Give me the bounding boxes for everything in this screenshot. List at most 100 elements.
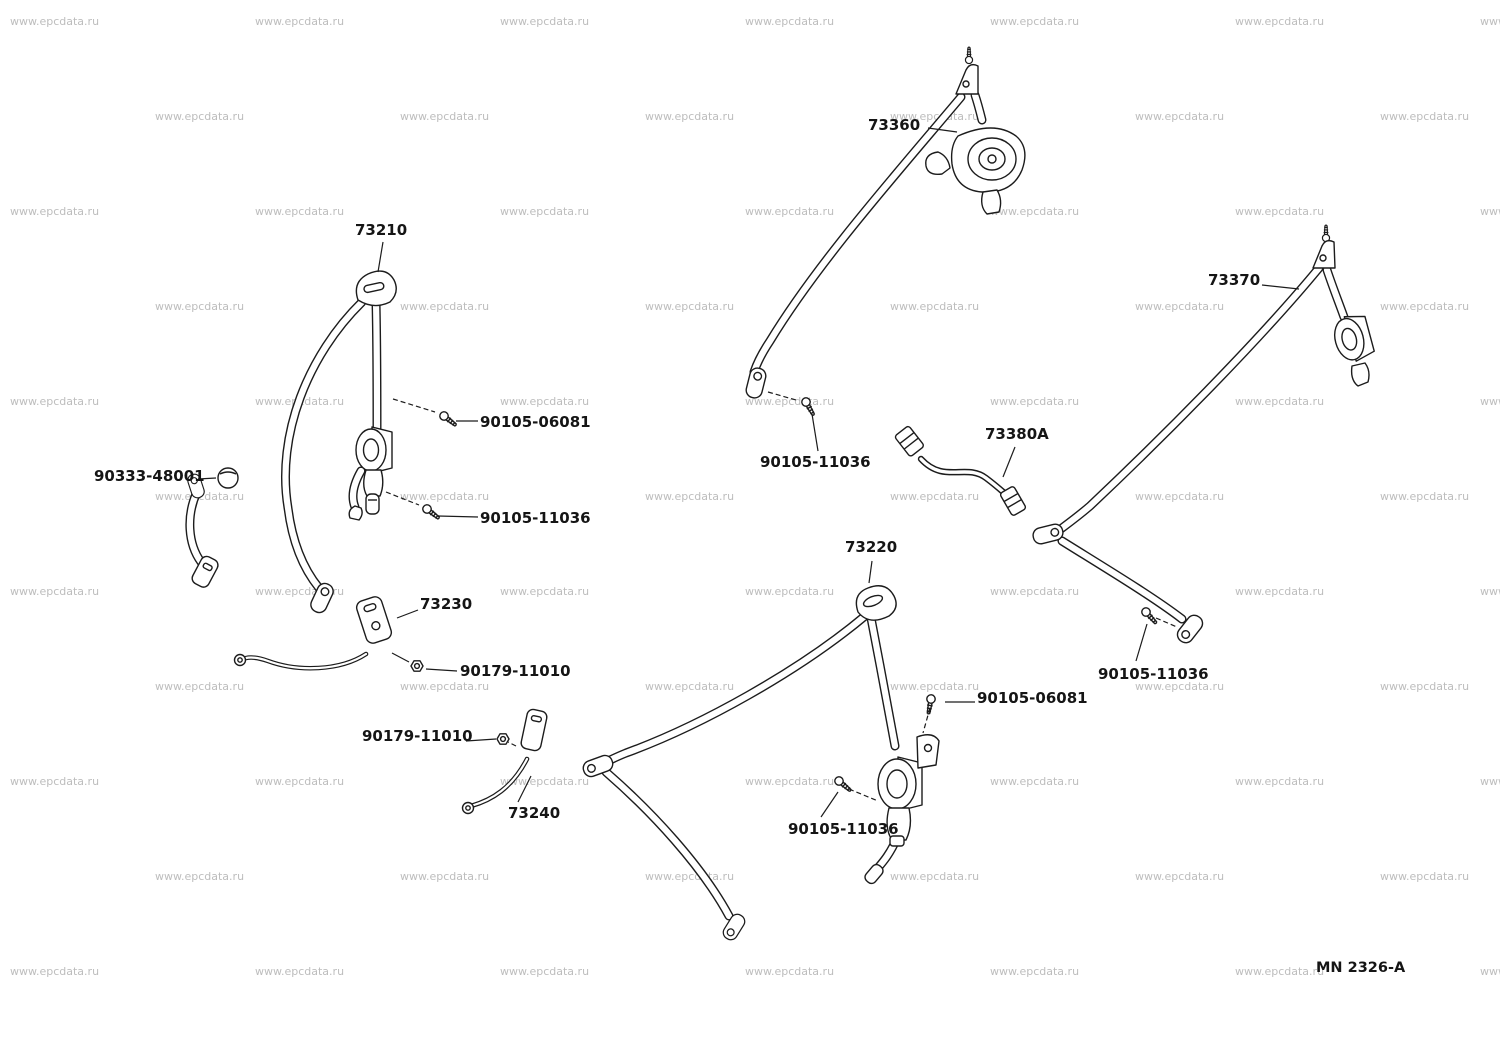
bolt-icon xyxy=(832,774,854,795)
watermark-text: www.epcdata.ru xyxy=(645,680,735,693)
bolt-icon xyxy=(923,693,937,716)
bolt-icon xyxy=(437,409,460,430)
watermark-text: www.epcdata.ru xyxy=(645,110,735,123)
fastener-label-90105-11036-2: 90105-11036 xyxy=(760,453,871,471)
bolt-icon xyxy=(1321,224,1331,243)
watermark-text: www.epcdata.ru xyxy=(155,110,245,123)
label-leader-lines xyxy=(197,127,1300,818)
part-label-90333-48001: 90333-48001 xyxy=(94,467,205,485)
watermark-text: www.epcdata.ru xyxy=(1235,395,1325,408)
watermark-text: www.epcdata.ru xyxy=(890,110,980,123)
watermark-text: www.epcdata.ru xyxy=(990,205,1080,218)
part-label-73210: 73210 xyxy=(355,221,408,239)
watermark-text: www.epcdata.ru xyxy=(255,965,345,978)
retractor-73210 xyxy=(348,426,393,521)
watermark-text: www.epcdata.ru xyxy=(155,680,245,693)
watermark-text: www.epcdata.ru xyxy=(990,965,1080,978)
watermark-text: www.epcdata.ru xyxy=(10,395,100,408)
fastener-label-90105-06081-2: 90105-06081 xyxy=(977,689,1088,707)
watermark-text: www.epcdata.ru xyxy=(745,775,835,788)
watermark-text: www.epcdata.ru xyxy=(890,490,980,503)
nut-icon xyxy=(410,660,424,672)
watermark-text: www.epcdata.ru xyxy=(1135,110,1225,123)
watermark-text: www.epcdata.ru xyxy=(1480,775,1500,788)
watermark-text: www.epcdata.ru xyxy=(645,490,735,503)
watermark-text: www.epcdata.ru xyxy=(1380,490,1470,503)
watermark-text: www.epcdata.ru xyxy=(1135,680,1225,693)
watermark-text: www.epcdata.ru xyxy=(890,680,980,693)
watermark-text: www.epcdata.ru xyxy=(10,585,100,598)
buckle-73240-drawing xyxy=(461,708,548,815)
watermark-text: www.epcdata.ru xyxy=(1135,490,1225,503)
watermark-text: www.epcdata.ru xyxy=(10,775,100,788)
dashed-leader-lines xyxy=(385,391,1178,802)
watermark-text: www.epcdata.ru xyxy=(990,15,1080,28)
watermark-text: www.epcdata.ru xyxy=(155,870,245,883)
watermark-text: www.epcdata.ru xyxy=(255,775,345,788)
watermark-text: www.epcdata.ru xyxy=(1135,300,1225,313)
watermark-text: www.epcdata.ru xyxy=(400,490,490,503)
watermark-text: www.epcdata.ru xyxy=(990,775,1080,788)
retractor-73220 xyxy=(877,756,923,847)
watermark-text: www.epcdata.ru xyxy=(890,870,980,883)
watermark-text: www.epcdata.ru xyxy=(1380,680,1470,693)
part-label-73220: 73220 xyxy=(845,538,898,556)
watermark-text: www.epcdata.ru xyxy=(1480,395,1500,408)
watermark-text: www.epcdata.ru xyxy=(500,775,590,788)
lap-belt-drawing xyxy=(186,467,239,588)
nut-icon xyxy=(496,733,510,745)
fastener-label-90179-11010-2: 90179-11010 xyxy=(362,727,473,745)
watermark-text: www.epcdata.ru xyxy=(1235,585,1325,598)
watermark-text: www.epcdata.ru xyxy=(1235,965,1325,978)
watermark-text: www.epcdata.ru xyxy=(745,205,835,218)
watermark-text: www.epcdata.ru xyxy=(400,870,490,883)
watermark-text: www.epcdata.ru xyxy=(1380,870,1470,883)
watermark-text: www.epcdata.ru xyxy=(10,15,100,28)
watermark-text: www.epcdata.ru xyxy=(745,395,835,408)
bolt-icon xyxy=(1139,605,1160,627)
watermark-text: www.epcdata.ru xyxy=(500,965,590,978)
watermark-text: www.epcdata.ru xyxy=(990,585,1080,598)
watermark-text: www.epcdata.ru xyxy=(745,965,835,978)
fastener-icons xyxy=(420,409,460,523)
connector-cable-73380A-drawing xyxy=(894,425,1027,516)
watermark-text: www.epcdata.ru xyxy=(400,300,490,313)
watermark-text: www.epcdata.ru xyxy=(1135,870,1225,883)
fastener-label-90105-11036-3: 90105-11036 xyxy=(1098,665,1209,683)
watermark-text: www.epcdata.ru xyxy=(745,15,835,28)
seatbelt-73220-drawing xyxy=(580,585,940,943)
fastener-label-90179-11010-1: 90179-11010 xyxy=(460,662,571,680)
fastener-label-90105-11036-1: 90105-11036 xyxy=(480,509,591,527)
watermark-text: www.epcdata.ru xyxy=(400,110,490,123)
part-label-73380A: 73380A xyxy=(985,425,1049,443)
retractor-73370 xyxy=(1334,315,1375,362)
watermark-text: www.epcdata.ru xyxy=(645,300,735,313)
watermark-text: www.epcdata.ru xyxy=(990,395,1080,408)
watermark-text: www.epcdata.ru xyxy=(500,395,590,408)
watermark-text: www.epcdata.ru xyxy=(1380,110,1470,123)
watermark-text: www.epcdata.ru xyxy=(500,205,590,218)
diagram-code: MN 2326-A xyxy=(1316,960,1406,976)
watermark-text: www.epcdata.ru xyxy=(500,15,590,28)
fastener-label-90105-11036-4: 90105-11036 xyxy=(788,820,899,838)
grommet-icon xyxy=(217,467,239,489)
watermark-text: www.epcdata.ru xyxy=(255,15,345,28)
watermark-text: www.epcdata.ru xyxy=(1380,300,1470,313)
watermark-text: www.epcdata.ru xyxy=(1235,775,1325,788)
watermark-text: www.epcdata.ru xyxy=(890,300,980,313)
watermark-text: www.epcdata.ru xyxy=(1480,205,1500,218)
watermark-text: www.epcdata.ru xyxy=(1480,15,1500,28)
watermark-text: www.epcdata.ru xyxy=(1480,965,1500,978)
watermark-text: www.epcdata.ru xyxy=(745,585,835,598)
seatbelt-73360-drawing xyxy=(743,46,1026,418)
watermark-text: www.epcdata.ru xyxy=(1480,585,1500,598)
bolt-icon xyxy=(964,46,974,65)
part-label-73240: 73240 xyxy=(508,804,561,822)
seatbelt-73210-drawing xyxy=(285,270,397,616)
buckle-73230-drawing xyxy=(233,596,424,672)
retractor-73360 xyxy=(925,127,1026,215)
watermark-text: www.epcdata.ru xyxy=(10,965,100,978)
